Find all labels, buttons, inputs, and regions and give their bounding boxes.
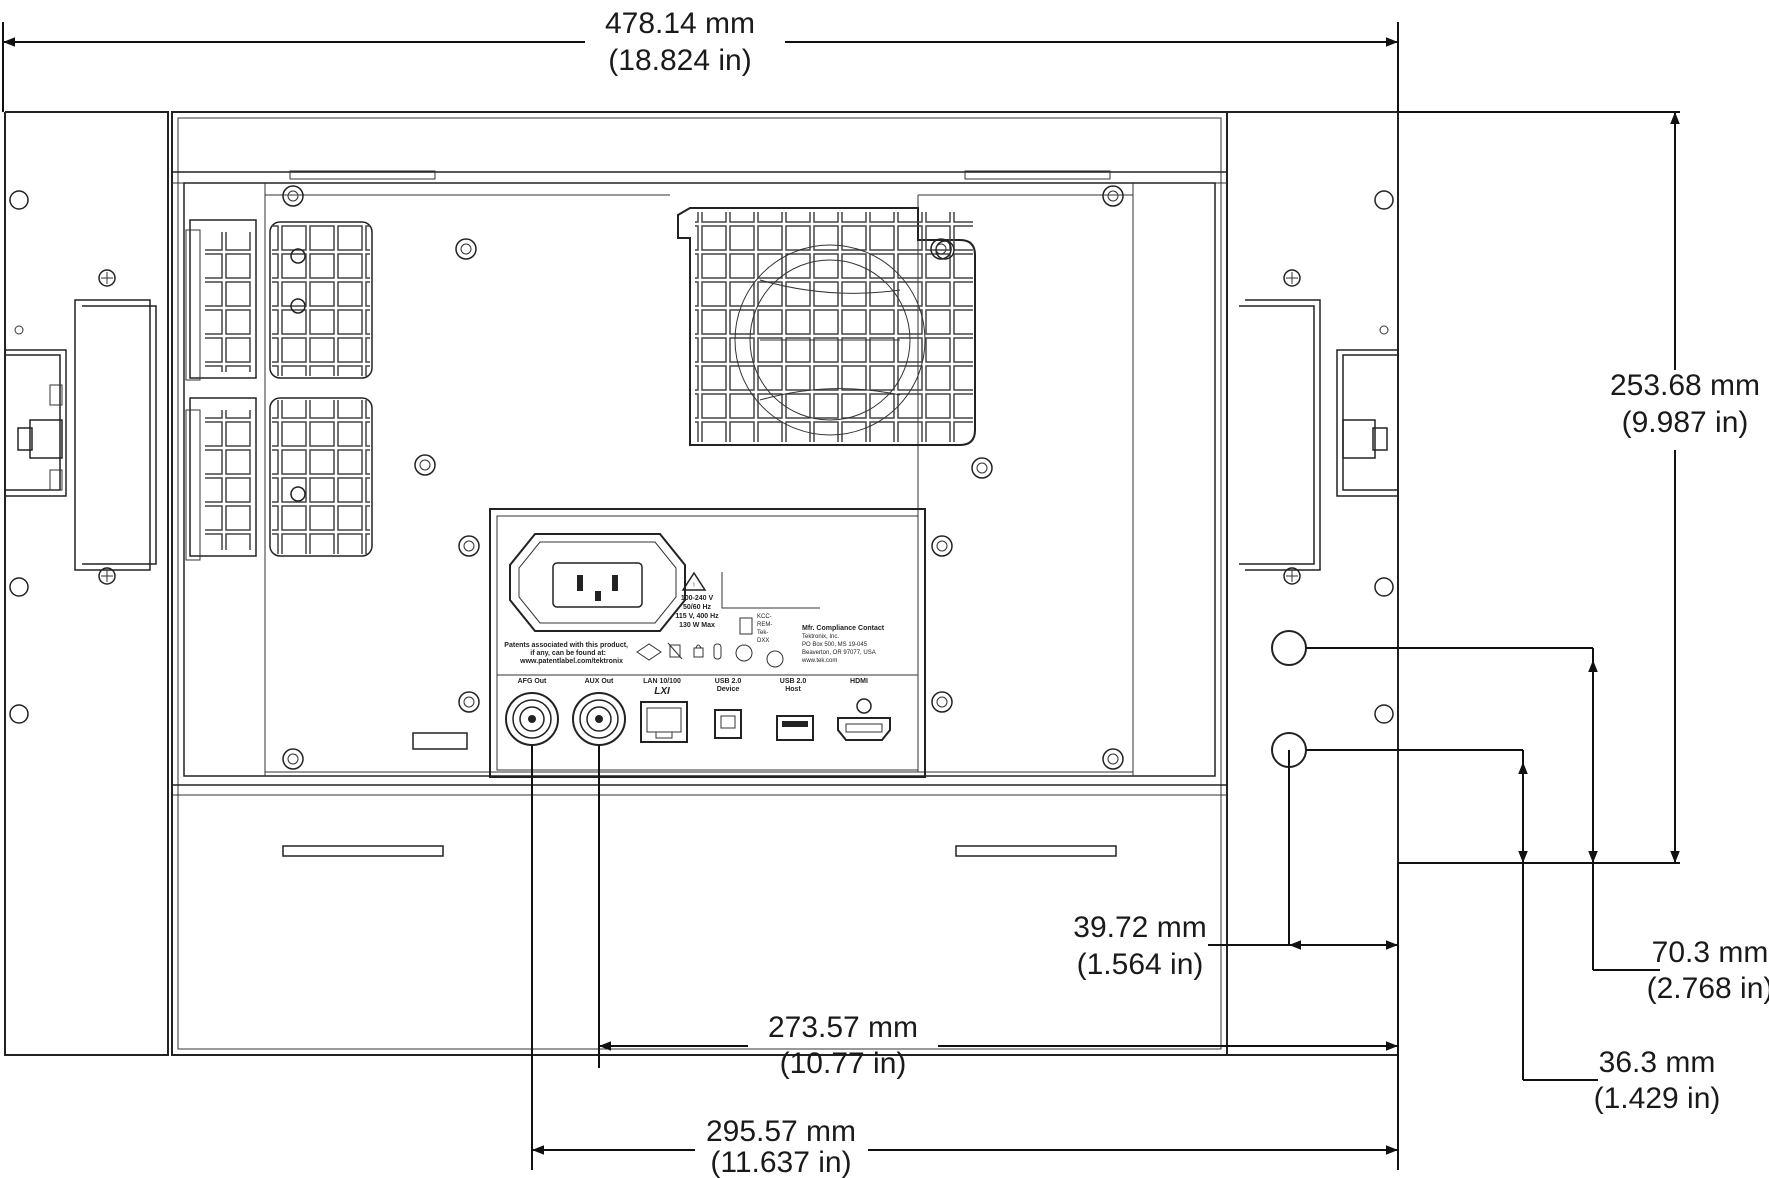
- right-rack-ear: [1226, 111, 1399, 1056]
- security-slot-icon: [713, 643, 722, 660]
- port-label-hdmi: HDMI: [850, 678, 868, 685]
- kcc-line-3: Tek-: [757, 630, 768, 636]
- port-sub-host: Host: [785, 686, 801, 693]
- lower-hole-height-mm: 36.3 mm: [1599, 1046, 1716, 1079]
- fan-vent: [677, 207, 976, 446]
- aux-out-offset-mm: 273.57 mm: [768, 1011, 918, 1044]
- power-rating-4: 130 W Max: [679, 622, 715, 629]
- rear-io-panel: ! 100-240 V 50/60 Hz 115 V, 400 Hz 130 W…: [489, 508, 926, 778]
- hole-offset-mm: 39.72 mm: [1073, 911, 1206, 944]
- kcc-line-1: KCC-: [757, 614, 772, 620]
- patents-line-2: if any, can be found at:: [530, 650, 606, 657]
- weee-icon: [669, 644, 681, 658]
- kc-mark-icon: [739, 617, 753, 635]
- port-label-usb-host: USB 2.0: [780, 678, 807, 685]
- upper-mounting-hole: [1271, 630, 1307, 666]
- lower-hole-height-in: (1.429 in): [1594, 1082, 1721, 1115]
- kcc-line-4: DXX: [757, 638, 769, 644]
- port-label-lan: LAN 10/100: [643, 678, 681, 685]
- aux-out-connector: [572, 692, 626, 746]
- afg-out-offset-in: (11.637 in): [710, 1146, 851, 1178]
- left-vent-lower: [269, 397, 373, 557]
- power-inlet: [509, 533, 686, 632]
- port-label-afg-out: AFG Out: [518, 678, 547, 685]
- left-vent-upper: [269, 221, 373, 379]
- port-label-usb-device: USB 2.0: [715, 678, 742, 685]
- overall-height-in: (9.987 in): [1622, 406, 1749, 439]
- power-rating-3: 115 V, 400 Hz: [675, 613, 719, 620]
- port-sub-device: Device: [717, 686, 740, 693]
- kcc-line-2: REM-: [757, 622, 772, 628]
- port-sub-lxi: LXI: [654, 686, 670, 697]
- usb-device-port: [714, 709, 742, 739]
- ul-icon: [766, 650, 784, 668]
- aux-out-offset-in: (10.77 in): [780, 1047, 907, 1080]
- afg-out-connector: [505, 692, 559, 746]
- upper-hole-height-mm: 70.3 mm: [1652, 936, 1769, 969]
- compliance-line-4: Beaverton, OR 97077, USA: [802, 650, 876, 656]
- chassis: [171, 111, 1228, 1056]
- patents-line-3: www.patentlabel.com/tektronix: [519, 658, 623, 665]
- power-rating-1: 100-240 V: [681, 595, 714, 602]
- warning-icon: [681, 571, 707, 591]
- dimension-labels: 478.14 mm (18.824 in) 253.68 mm (9.987 i…: [605, 7, 1769, 1178]
- patents-line-1: Patents associated with this product,: [504, 642, 628, 649]
- svg-text:!: !: [693, 583, 695, 589]
- power-rating-2: 50/60 Hz: [683, 604, 712, 611]
- left-rack-ear: [4, 111, 169, 1056]
- left-card-slots: [185, 219, 257, 561]
- compliance-line-2: Tektronix, Inc.: [802, 634, 839, 640]
- compliance-line-3: PO Box 500, MS 19-045: [802, 642, 868, 648]
- compliance-line-1: Mfr. Compliance Contact: [802, 625, 885, 632]
- usb-host-port: [776, 715, 814, 741]
- lock-icon: [693, 647, 704, 658]
- compliance-line-5: www.tek.com: [801, 658, 837, 664]
- overall-width-mm: 478.14 mm: [605, 7, 755, 40]
- overall-width-in: (18.824 in): [608, 44, 751, 77]
- chassis-screws: [282, 185, 1124, 770]
- hdmi-port: [837, 698, 891, 741]
- lan-port: [640, 701, 688, 743]
- extension-lines: [2, 22, 1680, 1170]
- port-label-aux-out: AUX Out: [585, 678, 614, 685]
- overall-height-mm: 253.68 mm: [1610, 369, 1760, 402]
- dimension-lines: [3, 37, 1680, 1155]
- csa-icon: [735, 644, 753, 662]
- afg-out-offset-mm: 295.57 mm: [706, 1115, 856, 1148]
- hole-offset-in: (1.564 in): [1077, 948, 1204, 981]
- upper-hole-height-in: (2.768 in): [1647, 972, 1769, 1005]
- certification-icon: [636, 643, 662, 661]
